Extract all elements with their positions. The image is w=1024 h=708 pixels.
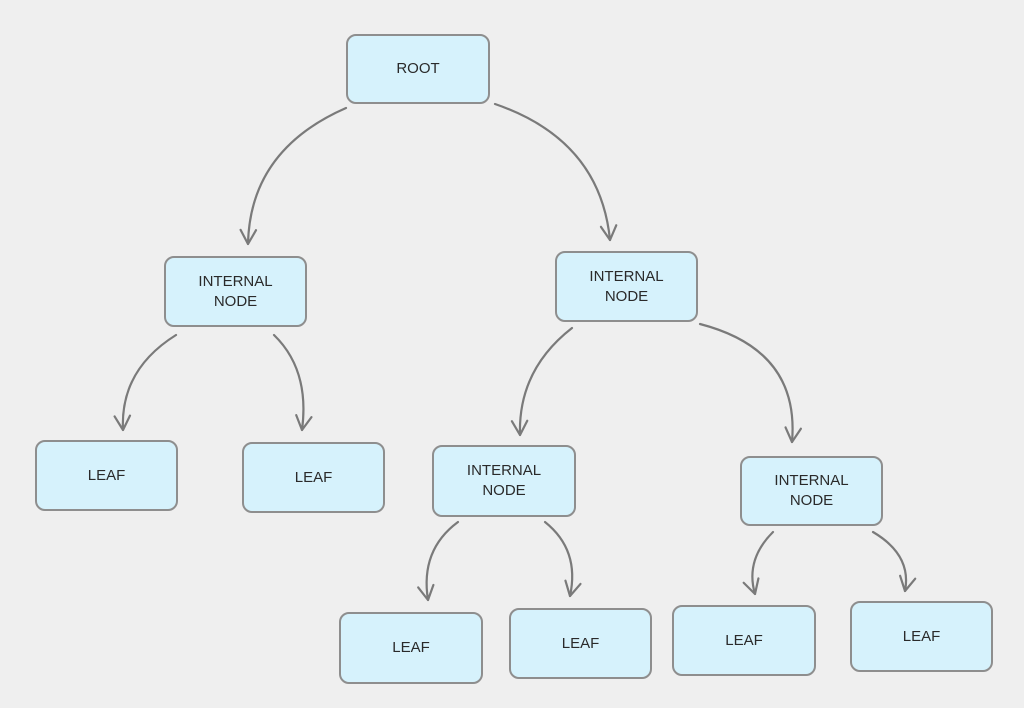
edge-internal_4-to-leaf_6 [871,530,908,593]
leaf-node-2-label: LEAF [294,468,333,486]
edge-internal_1-to-leaf_2 [272,333,305,432]
internal-node-2-label-line-1: INTERNAL [589,267,664,285]
leaf-node-6-label: LEAF [902,627,941,645]
root-node: ROOT [346,34,490,104]
internal-node-4-label-line-1: INTERNAL [774,472,849,489]
leaf-node-4: LEAF [509,608,652,679]
root-node-label: ROOT [396,60,440,77]
leaf-node-3: LEAF [339,612,483,684]
edge-root-to-internal_1 [246,106,348,246]
leaf-node-2: LEAF [242,442,385,513]
edge-internal_3-to-leaf_4 [543,520,574,598]
arrowhead-icon-7 [417,583,435,602]
edge-internal_3-to-leaf_3 [425,520,460,602]
edge-internal_4-to-leaf_5 [751,530,775,596]
internal-node-1-label-line-1: INTERNAL [198,272,273,290]
internal-node-3-label-line-1: INTERNAL [466,462,542,479]
internal-node-4: INTERNAL NODE [740,456,883,526]
arrowhead-icon-9 [742,577,760,596]
internal-node-4-label-line-2: NODE [789,492,834,509]
internal-node-2-label-line-2: NODE [604,287,649,305]
edge-internal_2-to-internal_4 [698,322,794,444]
leaf-node-5: LEAF [672,605,816,676]
arrowhead-icon-3 [113,414,132,432]
leaf-node-4-label: LEAF [561,634,600,652]
internal-node-3: INTERNAL NODE [432,445,576,517]
arrowhead-icon-4 [295,414,313,432]
internal-node-1-label-line-2: NODE [213,292,258,310]
arrowhead-icon-2 [599,224,618,242]
internal-node-1: INTERNAL NODE [164,256,307,327]
edge-root-to-internal_2 [493,102,612,242]
leaf-node-3-label: LEAF [392,639,430,656]
edge-internal_1-to-leaf_1 [121,333,178,432]
leaf-node-5-label: LEAF [725,631,763,649]
arrowhead-icon-1 [239,228,258,246]
arrowhead-icon-6 [784,426,802,444]
leaf-node-1-label: LEAF [87,466,126,484]
internal-node-3-label-line-2: NODE [482,482,526,499]
arrowhead-icon-8 [564,579,582,598]
arrowhead-icon-5 [510,419,529,437]
edge-internal_2-to-internal_3 [518,326,574,437]
leaf-node-1: LEAF [35,440,178,511]
leaf-node-6: LEAF [850,601,993,672]
arrowhead-icon-10 [899,574,917,593]
internal-node-2: INTERNAL NODE [555,251,698,322]
